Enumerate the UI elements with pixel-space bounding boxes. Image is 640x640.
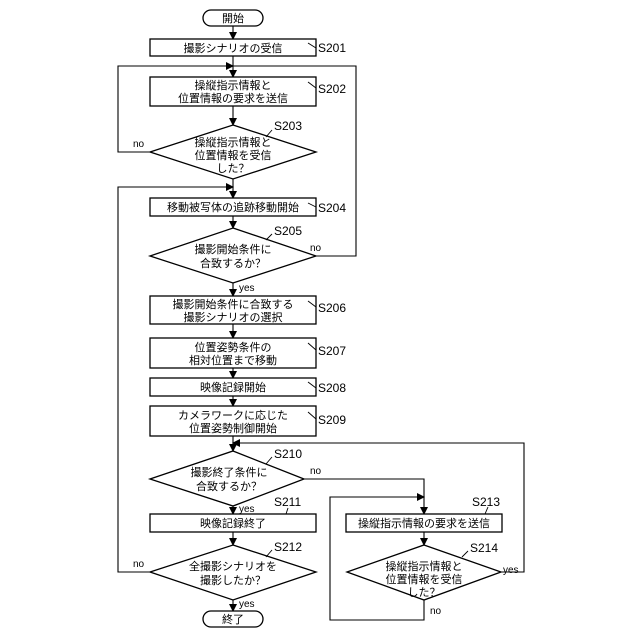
decision-s203: 操縦指示情報と 位置情報を受信 した？ (150, 125, 316, 179)
step-id-s203: S203 (274, 119, 302, 133)
step-s211-line1: 映像記録終了 (200, 516, 266, 530)
decision-s203-line2: 位置情報を受信 (195, 148, 272, 162)
step-s206-line2: 撮影シナリオの選択 (184, 310, 283, 324)
step-s209-line1: カメラワークに応じた (178, 408, 288, 422)
decision-s205-line2: 合致するか？ (200, 256, 266, 270)
step-s207-line1: 位置姿勢条件の (195, 340, 272, 354)
step-s206-line1: 撮影開始条件に合致する (173, 297, 294, 311)
step-s202: 操縦指示情報と 位置情報の要求を送信 (150, 77, 316, 106)
leader-s210 (266, 457, 272, 464)
step-s204-line1: 移動被写体の追跡移動開始 (167, 200, 299, 214)
step-id-s206: S206 (318, 301, 346, 315)
start-label: 開始 (222, 11, 244, 25)
step-id-s209: S209 (318, 413, 346, 427)
decision-s205-line1: 撮影開始条件に (195, 242, 272, 256)
step-id-s211: S211 (274, 495, 301, 509)
label-no-s214: no (430, 606, 442, 617)
step-id-s201: S201 (318, 41, 346, 55)
step-s202-line2: 位置情報の要求を送信 (178, 91, 288, 105)
step-s204: 移動被写体の追跡移動開始 (150, 198, 316, 216)
end-label: 終了 (222, 612, 244, 626)
step-s208-line1: 映像記録開始 (200, 380, 266, 394)
label-no-s205: no (310, 243, 322, 254)
step-id-s207: S207 (318, 344, 346, 358)
step-id-s202: S202 (318, 82, 346, 96)
step-s209-line2: 位置姿勢制御開始 (189, 421, 277, 435)
step-id-s213: S213 (472, 495, 500, 509)
decision-s212-line2: 撮影したか？ (200, 573, 266, 587)
label-no-s210: no (310, 466, 322, 477)
leader-s205 (266, 234, 272, 240)
label-yes-s210: yes (239, 504, 255, 515)
leader-s212 (266, 550, 272, 557)
label-yes-s212: yes (239, 599, 255, 610)
decision-s214-line3: した？ (408, 586, 441, 599)
decision-s212-line1: 全撮影シナリオを (189, 559, 277, 573)
leader-s214 (462, 551, 468, 557)
decision-s210-line2: 合致するか？ (196, 479, 262, 493)
step-id-s212: S212 (274, 540, 302, 554)
step-id-s214: S214 (470, 541, 498, 555)
decision-s210-line1: 撮影終了条件に (191, 465, 268, 479)
step-s208: 映像記録開始 (150, 378, 316, 396)
step-s202-line1: 操縦指示情報と (195, 78, 272, 92)
step-s213: 操縦指示情報の要求を送信 (346, 514, 502, 532)
decision-s214-line1: 操縦指示情報と (386, 559, 463, 573)
label-no-s203: no (133, 139, 145, 150)
step-s209: カメラワークに応じた 位置姿勢制御開始 (150, 406, 316, 436)
decision-s203-line1: 操縦指示情報と (195, 135, 272, 149)
step-s207: 位置姿勢条件の 相対位置まで移動 (150, 338, 316, 368)
step-s213-line1: 操縦指示情報の要求を送信 (358, 516, 490, 530)
label-yes-s205: yes (239, 283, 255, 294)
step-s207-line2: 相対位置まで移動 (189, 353, 277, 367)
step-id-s208: S208 (318, 381, 346, 395)
step-id-s205: S205 (274, 224, 302, 238)
step-s206: 撮影開始条件に合致する 撮影シナリオの選択 (150, 296, 316, 324)
step-id-s210: S210 (274, 447, 302, 461)
step-s211: 映像記録終了 (150, 514, 316, 532)
label-yes-s214: yes (503, 565, 519, 576)
decision-s214-line2: 位置情報を受信 (386, 572, 463, 586)
label-no-s212: no (133, 559, 145, 570)
end-terminal: 終了 (203, 611, 263, 627)
step-s201-line1: 撮影シナリオの受信 (184, 41, 283, 55)
decision-s203-line3: した？ (217, 162, 250, 175)
start-terminal: 開始 (203, 10, 263, 26)
step-id-s204: S204 (318, 201, 346, 215)
step-s201: 撮影シナリオの受信 (150, 39, 316, 56)
